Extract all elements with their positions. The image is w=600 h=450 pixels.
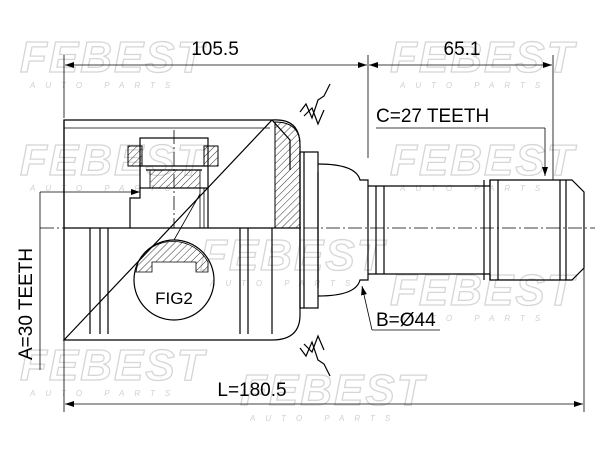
boot-top-inner xyxy=(303,106,325,126)
dimension-shaft-length: 65.1 xyxy=(369,39,554,180)
watermark-tagline: AUTO PARTS xyxy=(209,279,360,288)
leader-line xyxy=(361,285,373,331)
fig2-detail: FIG2 xyxy=(133,193,215,321)
boot-top xyxy=(299,83,331,120)
fig2-label: FIG2 xyxy=(155,289,193,308)
detail-leader xyxy=(173,193,201,241)
watermark-logo: FEBEST xyxy=(20,341,207,390)
neck-profile xyxy=(317,163,369,297)
total-length-label: L=180.5 xyxy=(217,380,286,401)
abs-diameter-callout: B=Ø44 xyxy=(361,285,440,331)
dimension-housing-length: 105.5 xyxy=(63,39,369,158)
watermark-logo: FEBEST xyxy=(390,266,577,315)
tripod-section-hatch xyxy=(149,169,201,189)
housing-back-wall xyxy=(62,119,301,341)
watermark-tagline: AUTO PARTS xyxy=(399,314,550,323)
watermark-logo: FEBEST xyxy=(390,33,577,82)
roller-left xyxy=(127,145,143,167)
inner-teeth-label: A=30 TEETH xyxy=(16,248,37,360)
watermark-logo: FEBEST xyxy=(390,136,577,185)
housing-length-label: 105.5 xyxy=(191,39,239,60)
neck-flange xyxy=(299,151,369,309)
outer-teeth-label: C=27 TEETH xyxy=(376,106,489,127)
watermark-logo: FEBEST xyxy=(20,33,207,82)
watermark-group: FEBEST AUTO PARTS FEBEST AUTO PARTS FEBE… xyxy=(19,32,577,423)
outer-teeth-callout: C=27 TEETH xyxy=(376,106,548,176)
outer-bell-housing xyxy=(62,119,301,341)
watermark-tagline: AUTO PARTS xyxy=(249,414,400,423)
watermark-tagline: AUTO PARTS xyxy=(399,184,550,193)
watermark-tagline: AUTO PARTS xyxy=(29,389,180,398)
inner-teeth-indicator: A=30 TEETH xyxy=(16,189,140,370)
housing-section-hatch xyxy=(274,121,301,229)
abs-diameter-label: B=Ø44 xyxy=(376,310,436,331)
watermark-tagline: AUTO PARTS xyxy=(29,81,180,90)
detail-section-hatch xyxy=(135,241,209,273)
roller-right xyxy=(203,145,219,167)
output-shaft xyxy=(368,179,585,281)
dimension-total-length: L=180.5 xyxy=(63,268,585,412)
watermark-logo: FEBEST xyxy=(240,366,427,415)
watermark-tagline: AUTO PARTS xyxy=(399,81,550,90)
tripod-stem xyxy=(129,188,141,228)
watermark-tagline: AUTO PARTS xyxy=(29,184,180,193)
shaft-length-label: 65.1 xyxy=(444,39,481,60)
boot-bottom xyxy=(299,340,331,377)
shaft-outline xyxy=(368,179,585,281)
inner-tripod-cutaway xyxy=(127,130,219,228)
watermark-logo: FEBEST xyxy=(200,231,387,280)
boot-seal xyxy=(299,83,331,377)
boot-bottom-inner xyxy=(303,334,325,354)
